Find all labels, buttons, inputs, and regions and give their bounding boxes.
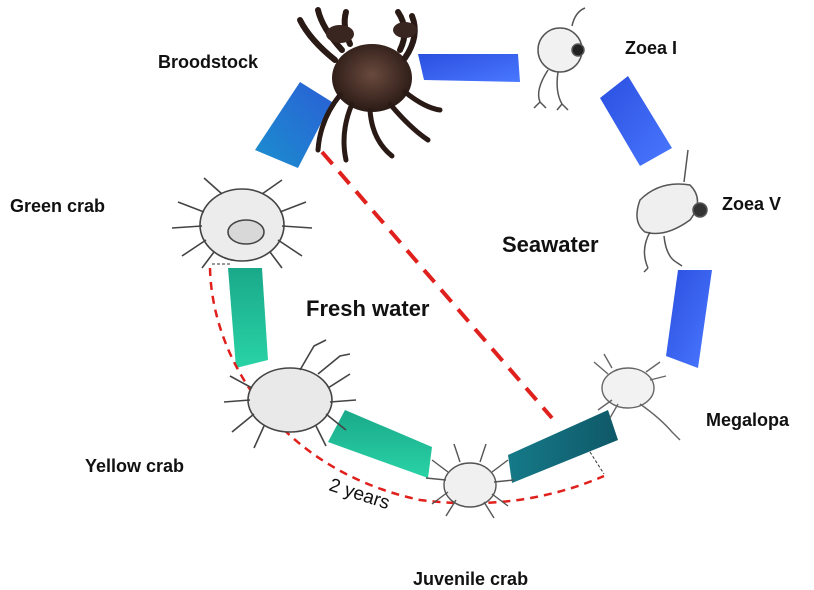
label-broodstock: Broodstock: [158, 52, 259, 72]
label-zoea-1: Zoea I: [625, 38, 677, 58]
label-juvenile-crab: Juvenile crab: [413, 569, 528, 589]
arc-zoea-1-to-zoea-5: [600, 76, 672, 166]
label-fresh-water: Fresh water: [306, 296, 430, 321]
habitat-divider-line: [322, 152, 552, 418]
zoea-1-image: [534, 8, 585, 110]
label-megalopa: Megalopa: [706, 410, 790, 430]
broodstock-crab-image: [300, 10, 440, 160]
label-seawater: Seawater: [502, 232, 599, 257]
zoea-5-image: [637, 150, 707, 272]
label-green-crab: Green crab: [10, 196, 105, 216]
juvenile-crab-image: [426, 444, 514, 518]
arc-yellow-to-green: [228, 268, 268, 368]
two-years-end-tick: [590, 452, 604, 474]
label-zoea-5: Zoea V: [722, 194, 781, 214]
arc-zoea-5-to-megalopa: [666, 270, 712, 368]
green-crab-image: [172, 178, 312, 268]
arc-megalopa-to-juvenile: [508, 410, 618, 483]
arc-juvenile-to-yellow: [328, 410, 432, 478]
label-yellow-crab: Yellow crab: [85, 456, 184, 476]
arc-broodstock-to-zoea: [418, 54, 520, 82]
